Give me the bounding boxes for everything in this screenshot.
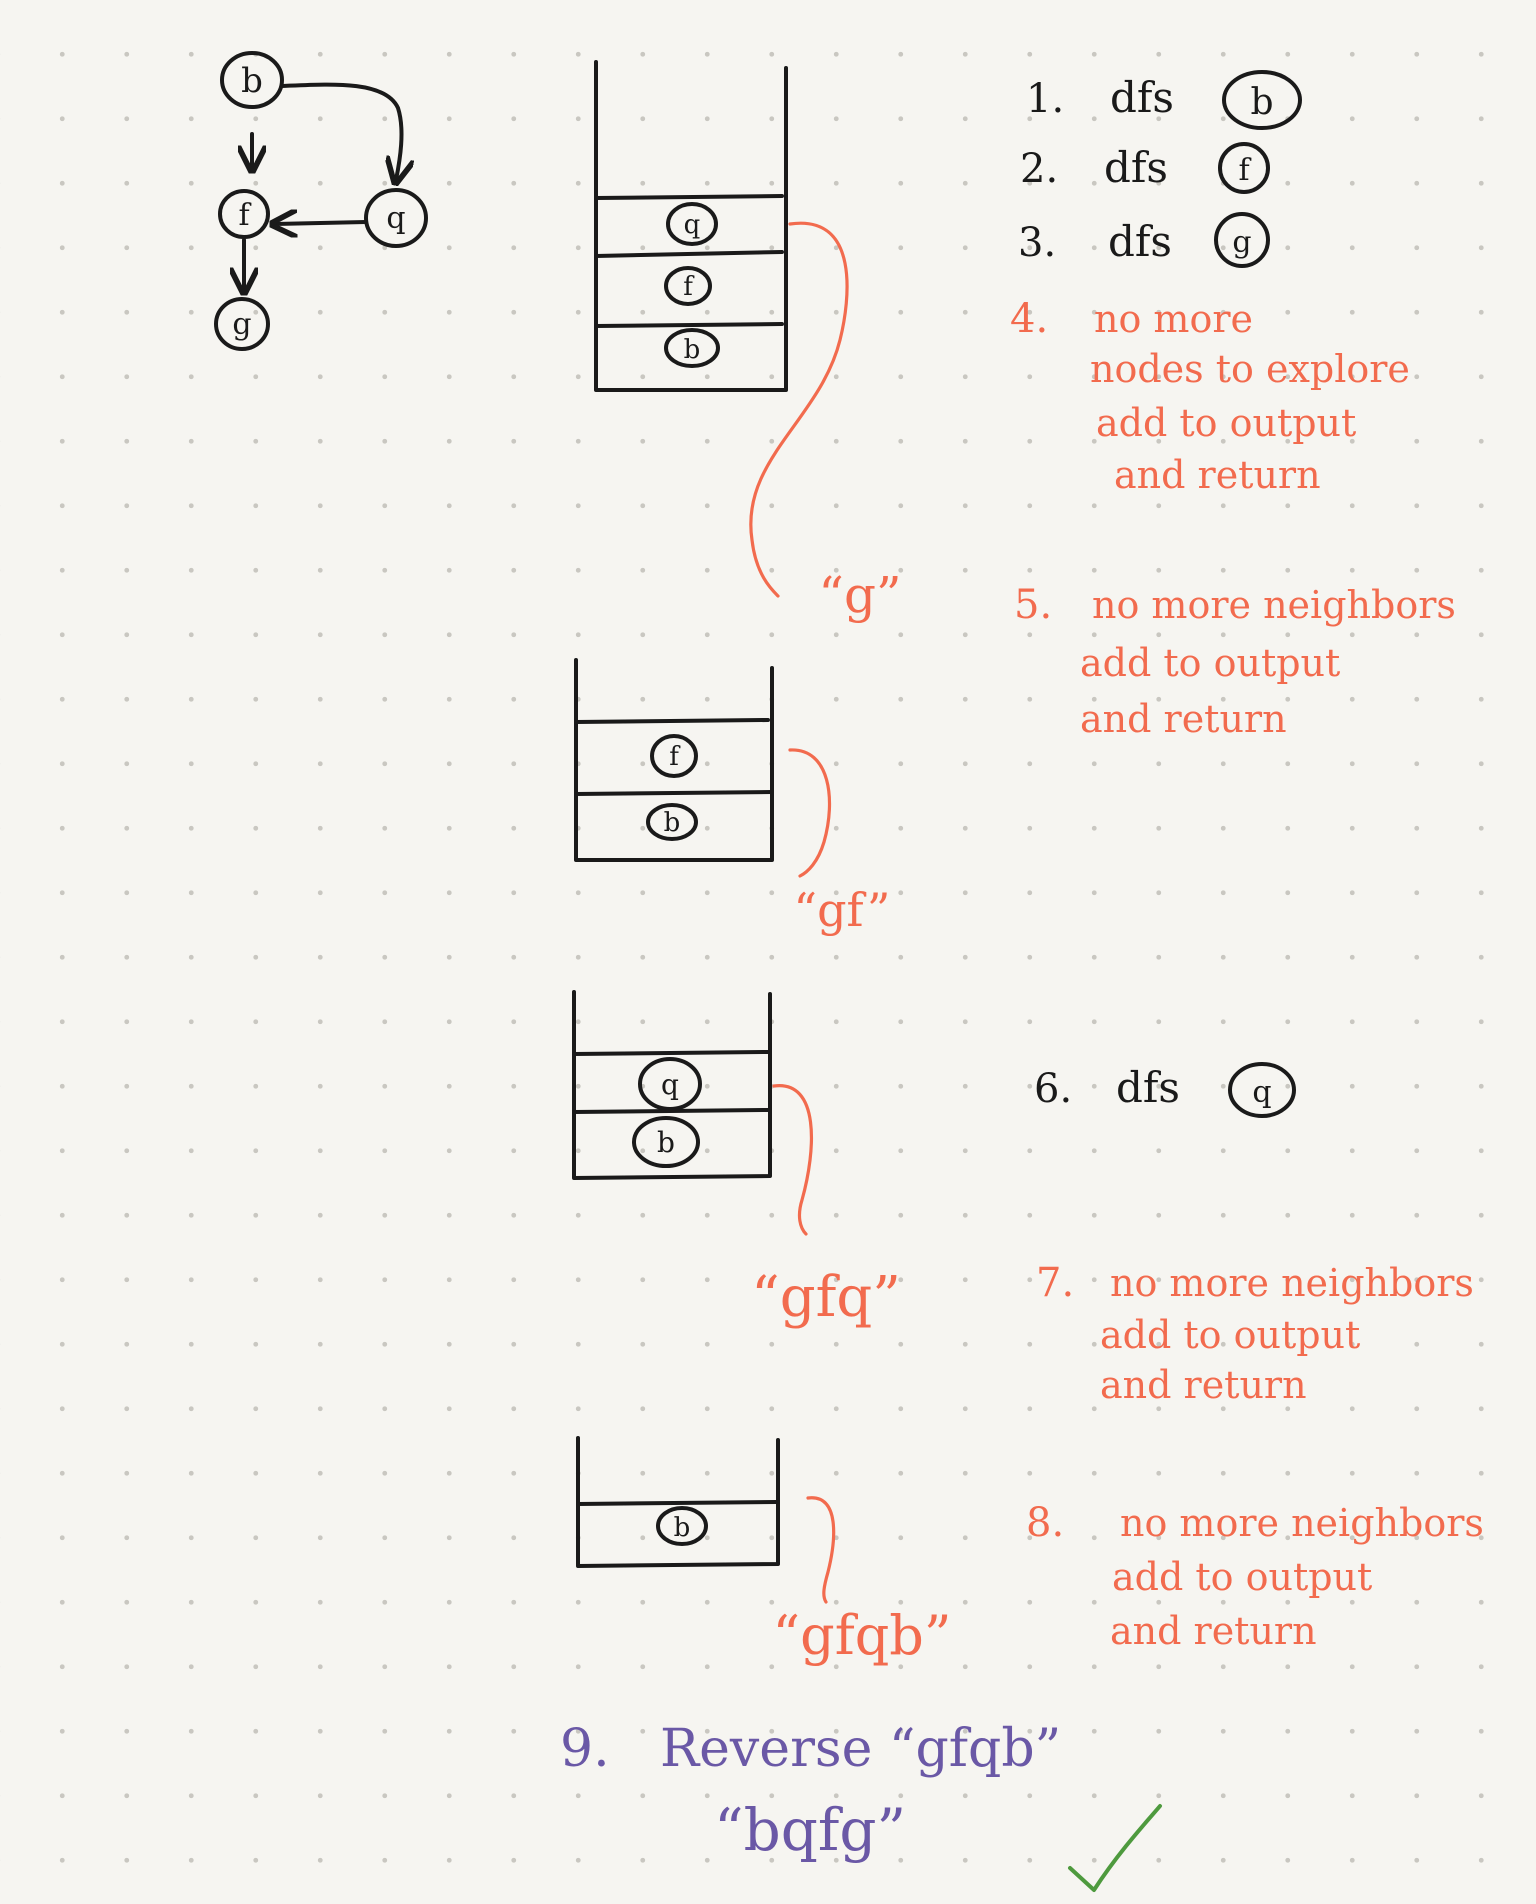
graph-node-f: f bbox=[218, 189, 270, 239]
stack-2-frame-b: b bbox=[646, 803, 698, 841]
svg-text:f: f bbox=[1238, 153, 1251, 188]
step-1: 1. dfs b bbox=[1026, 70, 1302, 130]
svg-text:q: q bbox=[386, 201, 405, 236]
svg-text:7.: 7. bbox=[1036, 1260, 1074, 1306]
svg-text:9.: 9. bbox=[560, 1719, 610, 1779]
stack-2-output: “gf” bbox=[794, 883, 891, 937]
stack-2-container bbox=[574, 658, 774, 862]
svg-text:add to output: add to output bbox=[1080, 641, 1340, 685]
svg-text:dfs: dfs bbox=[1116, 1063, 1180, 1112]
svg-text:3.: 3. bbox=[1018, 220, 1056, 266]
stack-4-output: “gfqb” bbox=[773, 1604, 952, 1667]
svg-text:add to output: add to output bbox=[1112, 1555, 1372, 1599]
edge-b-q bbox=[280, 82, 402, 180]
svg-text:dfs: dfs bbox=[1108, 217, 1172, 266]
svg-text:no more neighbors: no more neighbors bbox=[1092, 583, 1456, 627]
svg-text:f: f bbox=[669, 742, 681, 772]
step-3: 3. dfs g bbox=[1018, 212, 1270, 268]
stack-3-container bbox=[572, 990, 772, 1180]
stack-3-pop-connector bbox=[772, 1084, 814, 1236]
step-9: 9. Reverse “gfqb” “bqfg” bbox=[560, 1719, 1162, 1892]
svg-text:dfs: dfs bbox=[1104, 143, 1168, 192]
svg-text:no more: no more bbox=[1094, 297, 1253, 341]
svg-text:“bqfg”: “bqfg” bbox=[714, 1796, 906, 1864]
svg-text:q: q bbox=[1252, 1075, 1271, 1110]
stack-3: q b “gfq” bbox=[572, 990, 901, 1330]
svg-text:f: f bbox=[683, 272, 695, 302]
graph-node-g: g bbox=[214, 297, 270, 351]
stack-1-frame-q: q bbox=[666, 202, 718, 246]
edge-q-f bbox=[275, 222, 368, 224]
svg-text:no more neighbors: no more neighbors bbox=[1120, 1501, 1484, 1545]
stack-2: f b “gf” bbox=[574, 658, 891, 937]
svg-text:b: b bbox=[664, 808, 681, 838]
svg-text:and return: and return bbox=[1114, 453, 1321, 497]
svg-text:add to output: add to output bbox=[1096, 401, 1356, 445]
svg-text:nodes to explore: nodes to explore bbox=[1090, 347, 1410, 391]
svg-text:g: g bbox=[232, 307, 251, 342]
svg-text:no more neighbors: no more neighbors bbox=[1110, 1261, 1474, 1305]
stack-3-frame-q: q bbox=[638, 1057, 702, 1111]
svg-text:b: b bbox=[684, 335, 701, 365]
stack-4: b “gfqb” bbox=[576, 1436, 952, 1667]
stack-2-pop-connector bbox=[788, 748, 832, 878]
svg-text:dfs: dfs bbox=[1110, 73, 1174, 122]
stack-4-frame-b: b bbox=[656, 1506, 708, 1546]
svg-text:1.: 1. bbox=[1026, 76, 1064, 122]
svg-text:g: g bbox=[1232, 225, 1251, 260]
svg-text:and return: and return bbox=[1100, 1363, 1307, 1407]
stack-1: q f b “g” bbox=[594, 60, 902, 624]
check-mark-icon bbox=[1068, 1804, 1162, 1892]
svg-text:4.: 4. bbox=[1010, 296, 1048, 342]
stack-4-pop-connector bbox=[806, 1496, 836, 1604]
svg-text:and return: and return bbox=[1110, 1609, 1317, 1653]
svg-text:b: b bbox=[1250, 82, 1273, 123]
stack-1-pop-connector bbox=[749, 221, 849, 598]
svg-text:q: q bbox=[684, 210, 701, 240]
stack-3-frame-b: b bbox=[632, 1116, 700, 1168]
step-7: 7. no more neighbors add to output and r… bbox=[1036, 1260, 1474, 1407]
graph-node-b: b bbox=[220, 51, 284, 109]
svg-text:b: b bbox=[241, 61, 263, 101]
svg-text:and return: and return bbox=[1080, 697, 1287, 741]
step-4: 4. no more nodes to explore add to outpu… bbox=[1010, 296, 1410, 497]
svg-text:5.: 5. bbox=[1014, 582, 1052, 628]
stack-1-container bbox=[594, 60, 788, 392]
stack-1-frame-f: f bbox=[664, 266, 712, 306]
graph-node-q: q bbox=[364, 188, 428, 248]
stack-1-frame-b: b bbox=[664, 328, 720, 368]
stack-1-output: “g” bbox=[818, 566, 901, 624]
svg-text:add to output: add to output bbox=[1100, 1313, 1360, 1357]
svg-text:f: f bbox=[238, 198, 251, 233]
graph: b f q g bbox=[214, 51, 428, 351]
step-8: 8. no more neighbors add to output and r… bbox=[1026, 1500, 1484, 1653]
step-5: 5. no more neighbors add to output and r… bbox=[1014, 582, 1456, 741]
step-2: 2. dfs f bbox=[1020, 142, 1270, 194]
svg-text:6.: 6. bbox=[1034, 1066, 1072, 1112]
step-6: 6. dfs q bbox=[1034, 1062, 1296, 1118]
svg-text:8.: 8. bbox=[1026, 1500, 1064, 1546]
stack-3-output: “gfq” bbox=[751, 1265, 901, 1330]
svg-text:b: b bbox=[657, 1126, 675, 1159]
svg-text:2.: 2. bbox=[1020, 146, 1058, 192]
svg-text:Reverse “gfqb”: Reverse “gfqb” bbox=[660, 1719, 1061, 1779]
stack-2-frame-f: f bbox=[650, 734, 698, 778]
svg-text:b: b bbox=[674, 1513, 691, 1543]
svg-text:q: q bbox=[661, 1068, 679, 1101]
